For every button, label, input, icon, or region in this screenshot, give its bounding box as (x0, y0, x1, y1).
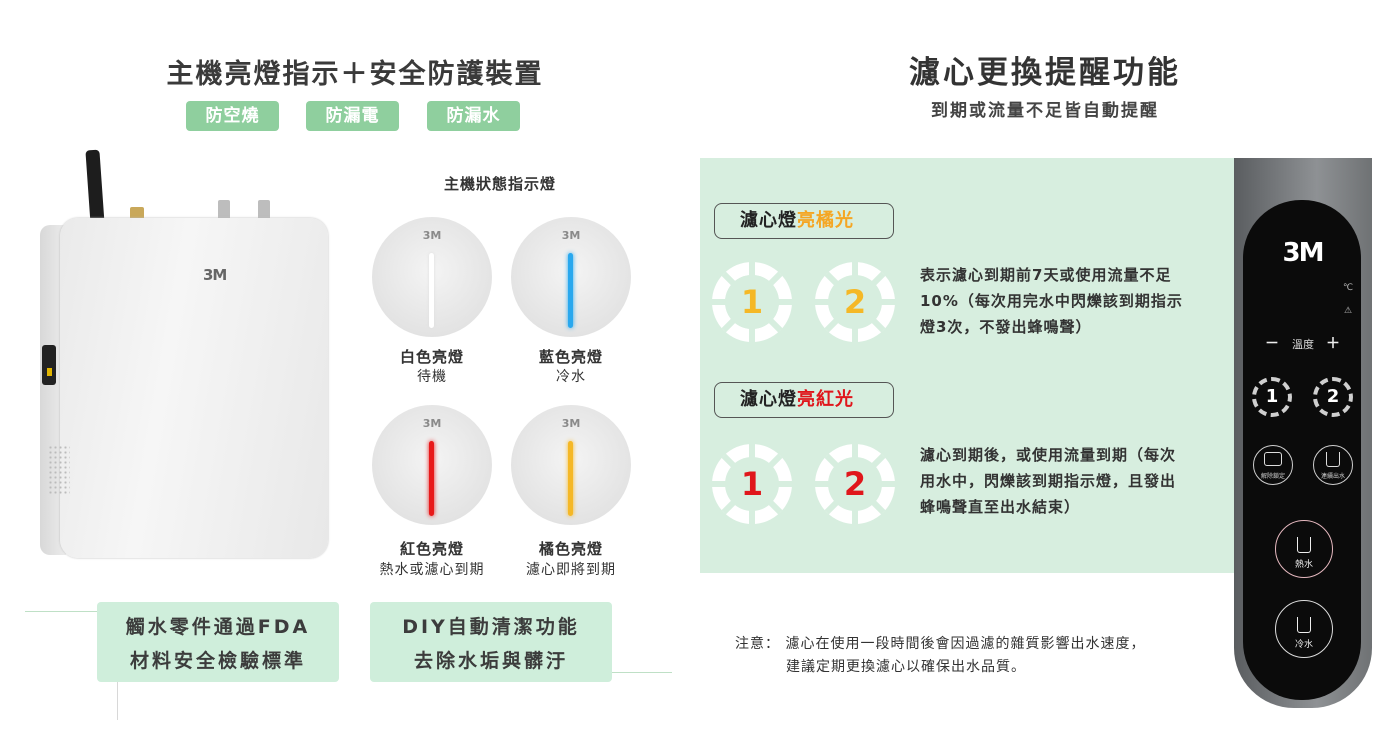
lock-icon (1264, 452, 1282, 466)
pill-dry-burn: 防空燒 (186, 101, 279, 131)
tag-prefix: 濾心燈 (740, 210, 797, 231)
right-subtitle: 到期或流量不足皆自動提醒 (931, 101, 1159, 121)
indicator-sub: 冷水 (556, 369, 586, 385)
red-light-bar (429, 441, 434, 516)
hot-label: 熱水 (1294, 560, 1313, 570)
dial-number: 1 (740, 465, 764, 503)
hot-water-button[interactable]: 熱水 (1275, 520, 1333, 578)
feature-line: 材料安全檢驗標準 (129, 650, 306, 672)
red-description: 濾心到期後，或使用流量到期（每次 用水中，閃爍該到期指示燈，且發出 蜂鳴聲直至出… (920, 442, 1220, 520)
white-light-bar (429, 253, 434, 328)
note-line: 建議定期更換濾心以確保出水品質。 (786, 659, 1026, 675)
device-knob (42, 345, 56, 385)
feature-diy-clean: DIY自動清潔功能 去除水垢與髒汙 (370, 602, 612, 682)
filter-dial-2: 2 (815, 262, 895, 342)
desc-line: 表示濾心到期前7天或使用流量不足 (920, 266, 1172, 284)
divider-line (25, 611, 125, 612)
divider-line (560, 672, 672, 673)
dial-inner (828, 275, 882, 329)
indicator-sub: 濾心即將到期 (526, 562, 616, 578)
orange-light-bar (568, 441, 573, 516)
dial-inner (828, 457, 882, 511)
tag-prefix: 濾心燈 (740, 389, 797, 410)
unlock-label: 解除鎖定 (1260, 473, 1285, 480)
power-cable (85, 149, 105, 226)
indicator-title: 主機狀態指示燈 (443, 175, 556, 193)
left-title: 主機亮燈指示＋安全防護裝置 (166, 59, 544, 90)
pill-leak-water: 防漏水 (427, 101, 520, 131)
dial-inner (725, 457, 779, 511)
warning-icon: ⚠ (1344, 306, 1353, 316)
filter-dial-2: 2 (815, 444, 895, 524)
device-knob-dot (47, 368, 52, 376)
temp-label: 溫度 (1292, 338, 1314, 351)
device-logo: 3M (203, 266, 227, 284)
fitting (218, 200, 230, 222)
indicator-sub: 待機 (417, 369, 447, 385)
desc-line: 濾心到期後，或使用流量到期（每次 (920, 446, 1177, 464)
cold-water-button[interactable]: 冷水 (1275, 600, 1333, 658)
divider-line (117, 650, 118, 720)
indicator-logo: 3M (561, 417, 581, 430)
pill-leak-electric: 防漏電 (306, 101, 399, 131)
filter-dial-1: 1 (712, 262, 792, 342)
desc-line: 用水中，閃爍該到期指示燈，且發出 (920, 472, 1177, 490)
indicator-label: 橘色亮燈 (538, 540, 603, 558)
dial-number: 1 (740, 283, 764, 321)
hot-cup-icon (1297, 537, 1311, 553)
tag-highlight: 亮紅光 (797, 389, 854, 410)
orange-description: 表示濾心到期前7天或使用流量不足 10%（每次用完水中閃爍該到期指示 燈3次，不… (920, 262, 1220, 340)
feature-line: DIY自動清潔功能 (402, 616, 580, 638)
indicator-logo: 3M (422, 229, 442, 242)
device-grille (48, 445, 70, 495)
filter-dial-1: 1 (712, 444, 792, 524)
filter-indicator-1: 1 (1252, 377, 1292, 417)
device-body (60, 218, 328, 558)
indicator-logo: 3M (422, 417, 442, 430)
indicator-orange: 3M (511, 405, 631, 525)
indicator-logo: 3M (561, 229, 581, 242)
dial-number: 2 (843, 465, 867, 503)
cold-label: 冷水 (1294, 640, 1313, 650)
celsius-icon: ℃ (1343, 283, 1354, 293)
indicator-red: 3M (372, 405, 492, 525)
filter-indicator-2: 2 (1313, 377, 1353, 417)
right-title: 濾心更換提醒功能 (909, 55, 1181, 91)
fitting (258, 200, 270, 222)
indicator-blue: 3M (511, 217, 631, 337)
note-label: 注意： (735, 636, 780, 652)
note-line: 濾心在使用一段時間後會因過濾的雜質影響出水速度， (785, 636, 1146, 652)
temp-plus-button[interactable]: ＋ (1326, 336, 1340, 352)
indicator-label: 紅色亮燈 (399, 540, 464, 558)
faucet-logo: 3M (1282, 238, 1325, 268)
note: 注意： 濾心在使用一段時間後會因過濾的雜質影響出水速度， 建議定期更換濾心以確保… (735, 633, 1145, 679)
fitting (130, 207, 144, 221)
unlock-button[interactable]: 解除鎖定 (1253, 445, 1293, 485)
cold-cup-icon (1297, 617, 1311, 633)
blue-light-bar (568, 253, 573, 328)
tag-highlight: 亮橘光 (797, 210, 854, 231)
feature-line: 去除水垢與髒汙 (413, 650, 568, 672)
indicator-label: 藍色亮燈 (538, 348, 603, 366)
feature-fda: 觸水零件通過FDA 材料安全檢驗標準 (97, 602, 339, 682)
cup-icon (1326, 452, 1340, 467)
temp-minus-button[interactable]: － (1265, 336, 1279, 352)
indicator-label: 白色亮燈 (399, 348, 464, 366)
continuous-button[interactable]: 連續出水 (1313, 445, 1353, 485)
dial-number: 2 (843, 283, 867, 321)
desc-line: 蜂鳴聲直至出水結束） (920, 498, 1081, 516)
red-light-tag: 濾心燈亮紅光 (714, 382, 894, 418)
indicator-white: 3M (372, 217, 492, 337)
feature-line: 觸水零件通過FDA (125, 616, 311, 638)
desc-line: 燈3次，不發出蜂鳴聲） (920, 318, 1092, 336)
orange-light-tag: 濾心燈亮橘光 (714, 203, 894, 239)
dial-inner (725, 275, 779, 329)
continuous-label: 連續出水 (1320, 473, 1345, 480)
desc-line: 10%（每次用完水中閃爍該到期指示 (920, 292, 1183, 310)
indicator-sub: 熱水或濾心到期 (379, 562, 485, 578)
